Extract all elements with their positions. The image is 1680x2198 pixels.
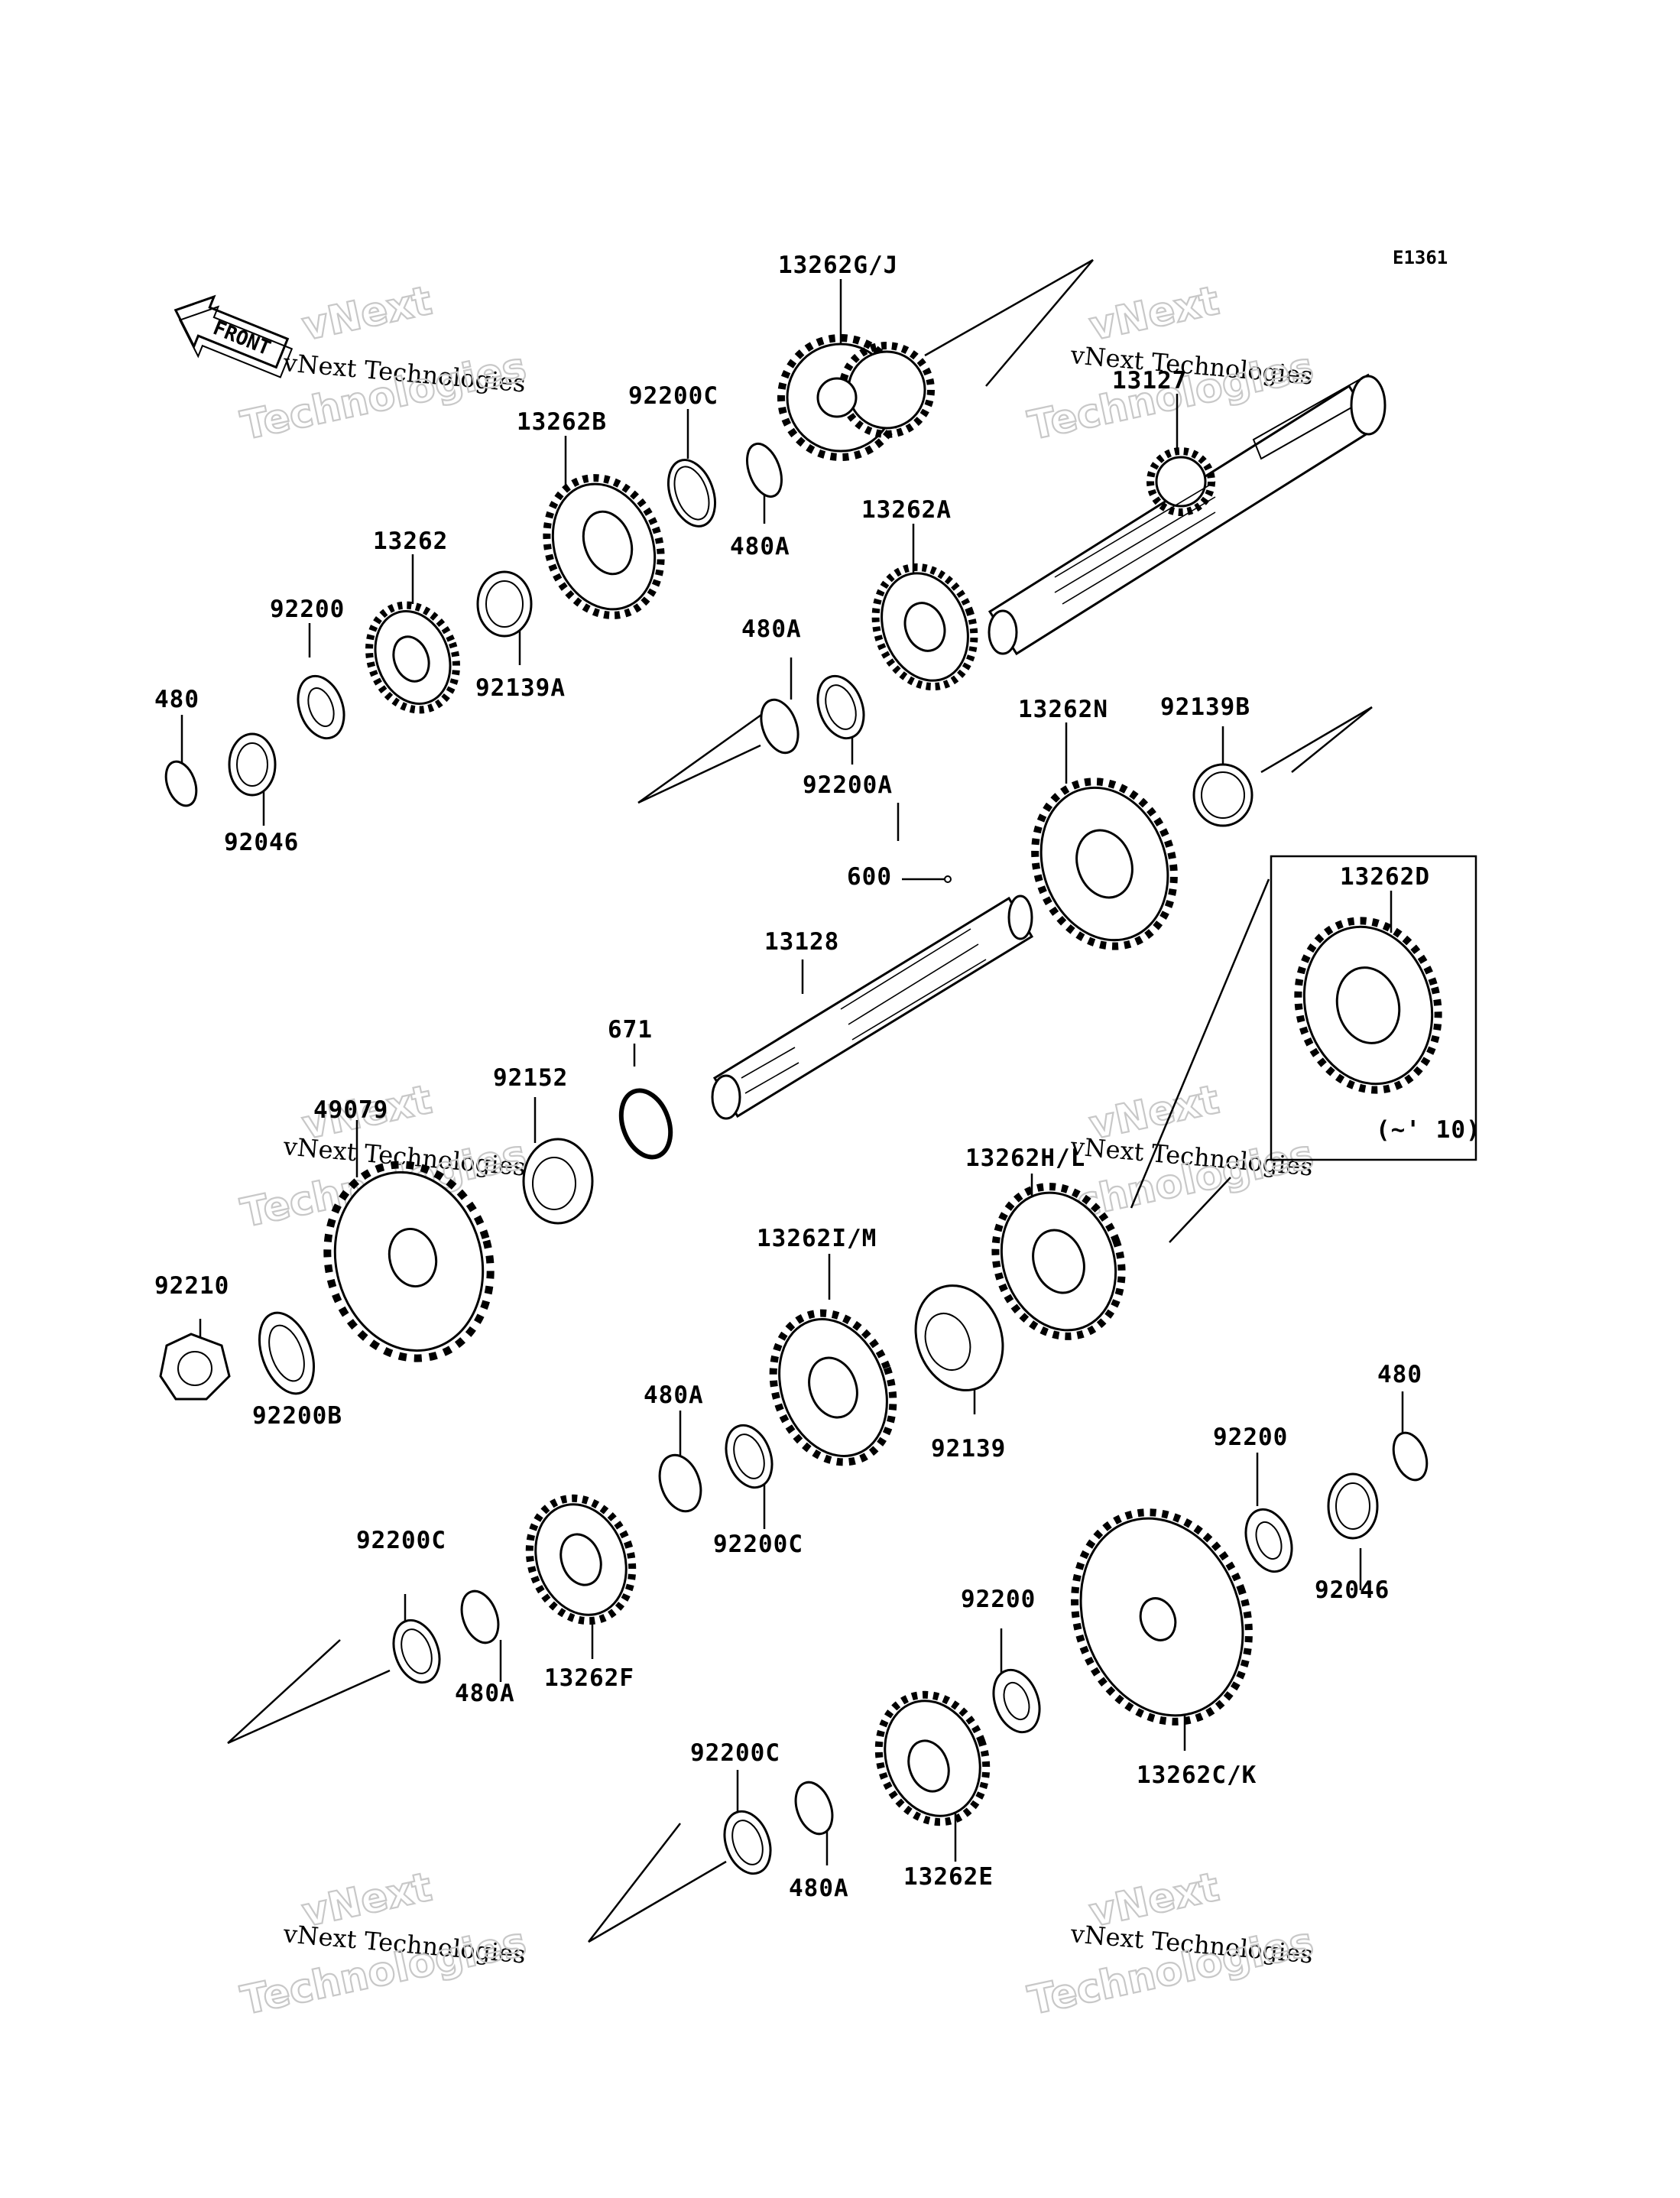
part-label-92200C[interactable]: 92200C	[690, 1739, 780, 1767]
part-label-480A[interactable]: 480A	[741, 615, 802, 643]
part-label-13262A[interactable]: 13262A	[861, 496, 952, 524]
part-label-671[interactable]: 671	[608, 1016, 653, 1044]
part-label-480A[interactable]: 480A	[730, 533, 790, 560]
part-label-92046[interactable]: 92046	[224, 829, 299, 856]
circlip-480-tl[interactable]	[161, 758, 202, 810]
leader-dot	[944, 875, 952, 883]
washer-92200C-left[interactable]	[385, 1614, 447, 1689]
watermark-line1: vNext	[298, 278, 436, 349]
part-label-480A[interactable]: 480A	[644, 1381, 704, 1409]
circlip-480A-low[interactable]	[653, 1450, 709, 1518]
part-label-13262CK[interactable]: 13262C/K	[1137, 1761, 1257, 1789]
shaft-13128[interactable]	[711, 894, 1034, 1120]
part-label-13262F[interactable]: 13262F	[544, 1664, 634, 1692]
gear-13262B[interactable]	[528, 462, 679, 631]
gear-13262E[interactable]	[861, 1680, 1004, 1837]
circlip-480A-left[interactable]	[455, 1586, 504, 1648]
part-labels: 13262G/J 13127 92200C 13262B 480A 13262 …	[154, 252, 1481, 1902]
part-label-92200C[interactable]: 92200C	[713, 1531, 803, 1558]
part-label-13128[interactable]: 13128	[764, 928, 839, 956]
part-label-480A[interactable]: 480A	[789, 1875, 849, 1902]
part-label-92200A[interactable]: 92200A	[803, 771, 893, 799]
circlip-480A-top[interactable]	[741, 439, 788, 501]
washer-92200B[interactable]	[249, 1305, 324, 1401]
watermark: vNext vNext Technologies Technologies	[1023, 1863, 1318, 2024]
part-label-92200B[interactable]: 92200B	[252, 1402, 342, 1430]
washer-92200-tl[interactable]	[290, 670, 352, 745]
bushing-92139B[interactable]	[1192, 763, 1254, 827]
bearing-92046-tl[interactable]	[228, 732, 277, 797]
watermark: vNext vNext Technologies Technologies	[1023, 277, 1318, 450]
part-label-13262D[interactable]: 13262D	[1340, 863, 1430, 891]
washer-92200C-bot[interactable]	[716, 1805, 778, 1880]
oring-671[interactable]	[612, 1083, 679, 1164]
sprocket-49079[interactable]	[306, 1146, 511, 1377]
shaft-13127[interactable]	[988, 373, 1386, 656]
bearing-92139A[interactable]	[476, 570, 533, 638]
drawing-code: E1361	[1393, 247, 1448, 268]
part-label-92200[interactable]: 92200	[270, 596, 345, 623]
part-label-480[interactable]: 480	[154, 686, 199, 713]
gear-13262CK[interactable]	[1046, 1488, 1277, 1746]
gear-13262GJ[interactable]	[777, 334, 935, 461]
part-label-13127[interactable]: 13127	[1112, 367, 1187, 394]
part-label-480[interactable]: 480	[1377, 1361, 1422, 1388]
part-label-49079[interactable]: 49079	[313, 1096, 388, 1124]
part-label-13262N[interactable]: 13262N	[1018, 696, 1108, 723]
front-arrow-icon: FRONT	[174, 294, 294, 378]
watermark: vNext vNext Technologies Technologies	[236, 277, 531, 450]
gear-13262A[interactable]	[859, 554, 990, 701]
part-label-92210[interactable]: 92210	[154, 1272, 229, 1300]
washer-92200C-top[interactable]	[660, 453, 723, 533]
washer-92200-br[interactable]	[1237, 1503, 1299, 1578]
part-label-480A[interactable]: 480A	[455, 1680, 515, 1707]
part-label-92152[interactable]: 92152	[493, 1064, 568, 1092]
gear-13262N[interactable]	[1013, 762, 1197, 966]
part-label-92200[interactable]: 92200	[961, 1586, 1036, 1613]
circlip-480A-mid[interactable]	[754, 695, 805, 758]
gear-13262HL[interactable]	[975, 1169, 1143, 1355]
assembly-guide-lines	[227, 258, 1373, 1943]
circlip-480-br[interactable]	[1387, 1428, 1432, 1485]
watermark: vNext vNext Technologies Technologies	[236, 1863, 531, 2024]
part-label-13262B[interactable]: 13262B	[517, 408, 607, 436]
bearing-92046-br[interactable]	[1327, 1472, 1379, 1540]
washer-92200-bm[interactable]	[985, 1664, 1047, 1739]
part-label-92046[interactable]: 92046	[1315, 1576, 1390, 1604]
gear-13262IM[interactable]	[753, 1296, 913, 1479]
part-label-600[interactable]: 600	[847, 863, 892, 891]
inset-13262D	[1270, 855, 1477, 1161]
part-label-13262E[interactable]: 13262E	[903, 1863, 994, 1891]
circlip-480A-bot[interactable]	[789, 1778, 838, 1839]
part-label-92200C[interactable]: 92200C	[628, 382, 718, 410]
part-label-13262HL[interactable]: 13262H/L	[965, 1144, 1085, 1172]
part-label-13262GJ[interactable]: 13262G/J	[778, 252, 898, 279]
collar-92152[interactable]	[522, 1138, 594, 1225]
part-label-13262D-note: (~' 10)	[1376, 1116, 1481, 1144]
part-label-92139[interactable]: 92139	[931, 1435, 1006, 1463]
gear-13262F[interactable]	[513, 1484, 649, 1636]
watermark-line1: vNext	[1085, 278, 1223, 349]
washer-92200A[interactable]	[809, 670, 871, 745]
part-label-13262IM[interactable]: 13262I/M	[757, 1225, 877, 1252]
nut-92210[interactable]	[159, 1333, 231, 1401]
part-label-92200[interactable]: 92200	[1213, 1424, 1288, 1451]
washer-92200C-low[interactable]	[718, 1419, 780, 1494]
gear-13262D[interactable]	[1279, 905, 1457, 1106]
part-label-92139A[interactable]: 92139A	[475, 674, 566, 702]
part-label-92139B[interactable]: 92139B	[1160, 693, 1250, 721]
bearing-92139[interactable]	[901, 1273, 1017, 1402]
part-label-92200C[interactable]: 92200C	[356, 1527, 446, 1554]
part-label-13262[interactable]: 13262	[373, 528, 448, 555]
gear-13262[interactable]	[355, 593, 470, 722]
